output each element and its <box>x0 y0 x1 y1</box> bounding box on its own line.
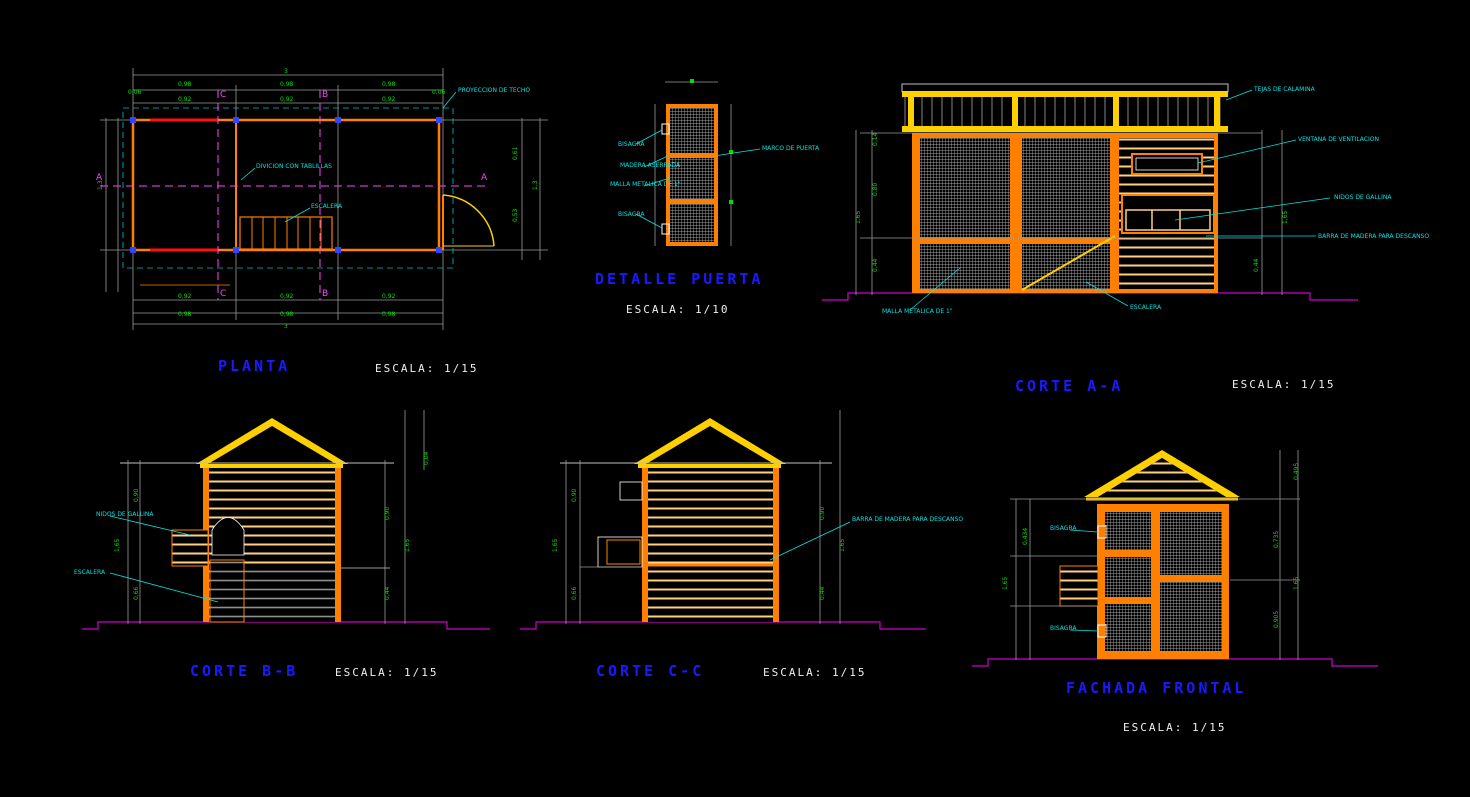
bb-dim-a: 0,90 <box>133 488 140 502</box>
note-partition: DIVICION CON TABLILLAS <box>256 163 332 170</box>
cc-dim-a-right: 0,90 <box>819 506 826 520</box>
corte-cc-scale: ESCALA: 1/15 <box>763 666 866 679</box>
dim-bay-3: 0,98 <box>382 81 396 88</box>
planta-scale: ESCALA: 1/15 <box>375 362 478 375</box>
bb-note-nest: NIDOS DE GALLINA <box>96 511 154 518</box>
section-mark-b-bottom: B <box>322 289 328 299</box>
dim-bay-1: 0,98 <box>178 81 192 88</box>
bb-dim-d: 0,04 <box>423 451 430 465</box>
fachada-title: FACHADA FRONTAL <box>1066 679 1246 697</box>
bb-note-stair: ESCALERA <box>74 569 106 576</box>
fachada-note-hinge-top: BISAGRA <box>1050 525 1077 532</box>
dim-total-top: 3 <box>284 68 288 75</box>
dim-h4-left: 1,3 <box>97 180 104 190</box>
dim-total-bottom: 3 <box>284 323 288 330</box>
section-mark-a-left: A <box>96 173 103 183</box>
cc-note-perch: BARRA DE MADERA PARA DESCANSO <box>852 516 963 523</box>
dim-h4: 1,3 <box>532 180 539 190</box>
aa-dim-mid: 0,80 <box>872 182 879 196</box>
planta-view: A A B B C C 3 0,98 0,98 0,98 0,92 0,92 0… <box>96 68 548 375</box>
corte-bb-view: NIDOS DE GALLINA ESCALERA 1,65 0,90 0,66… <box>74 410 490 680</box>
fachada-dim-d: 0,434 <box>1022 528 1029 545</box>
aa-note-stair: ESCALERA <box>1130 304 1162 311</box>
aa-note-nest: NIDOS DE GALLINA <box>1334 194 1392 201</box>
aa-dim-top: 0,14 <box>872 132 879 146</box>
note-roof-projection: PROYECCION DE TECHO <box>458 87 530 94</box>
dim-inner-b2: 0,92 <box>280 293 294 300</box>
dim-bay-2: 0,98 <box>280 81 294 88</box>
dim-h1: 0,61 <box>512 146 519 160</box>
detalle-puerta-scale: ESCALA: 1/10 <box>626 303 729 316</box>
aa-dim-total: 1,65 <box>855 210 862 224</box>
corte-aa-title: CORTE A-A <box>1015 377 1123 395</box>
section-mark-c-top: C <box>220 90 226 100</box>
note-stair: ESCALERA <box>311 203 343 210</box>
cc-dim-total: 1,65 <box>552 538 559 552</box>
aa-note-mesh: MALLA METALICA DE 1" <box>882 308 953 315</box>
fachada-dim-total: 1,65 <box>1002 576 1009 590</box>
dim-bay-b2: 0,98 <box>280 311 294 318</box>
dim-inner-b3: 0,92 <box>382 293 396 300</box>
cc-dim-total-right: 1,65 <box>839 538 846 552</box>
fachada-dim-b: 0,735 <box>1273 531 1280 548</box>
fachada-dim-total-right: 1,65 <box>1293 576 1300 590</box>
fachada-dim-a: 0,495 <box>1293 463 1300 480</box>
dim-inner-3: 0,92 <box>382 96 396 103</box>
door-note-hinge-bottom: BISAGRA <box>618 211 645 218</box>
corte-cc-title: CORTE C-C <box>596 662 704 680</box>
bb-dim-a-right: 0,90 <box>384 506 391 520</box>
fachada-scale: ESCALA: 1/15 <box>1123 721 1226 734</box>
aa-note-window: VENTANA DE VENTILACION <box>1298 136 1379 143</box>
dim-inner-1: 0,92 <box>178 96 192 103</box>
corte-aa-scale: ESCALA: 1/15 <box>1232 378 1335 391</box>
aa-dim-total-right: 1,65 <box>1282 210 1289 224</box>
detalle-puerta-view: BISAGRA MADERA ASERRADA MALLA METALICA D… <box>595 79 820 316</box>
bb-dim-c: 0,44 <box>384 586 391 600</box>
cc-dim-b: 0,66 <box>571 586 578 600</box>
section-mark-c-bottom: C <box>220 289 226 299</box>
bb-dim-total-right: 1,65 <box>404 538 411 552</box>
cc-dim-c: 0,44 <box>819 586 826 600</box>
dim-inner-2: 0,92 <box>280 96 294 103</box>
section-mark-a-right: A <box>481 173 488 183</box>
bb-dim-total: 1,65 <box>114 538 121 552</box>
bb-dim-b: 0,66 <box>133 586 140 600</box>
planta-title: PLANTA <box>218 357 290 375</box>
corte-bb-title: CORTE B-B <box>190 662 298 680</box>
dim-bay-b3: 0,98 <box>382 311 396 318</box>
aa-dim-low: 0,44 <box>872 258 879 272</box>
aa-note-perch: BARRA DE MADERA PARA DESCANSO <box>1318 233 1429 240</box>
corte-aa-view: TEJAS DE CALAMINA VENTANA DE VENTILACION… <box>822 83 1429 395</box>
detalle-puerta-title: DETALLE PUERTA <box>595 270 763 288</box>
corte-bb-scale: ESCALA: 1/15 <box>335 666 438 679</box>
aa-dim-low-right: 0,44 <box>1253 258 1260 272</box>
section-mark-b-top: B <box>322 90 328 100</box>
dim-bay-b1: 0,98 <box>178 311 192 318</box>
fachada-note-hinge-bottom: BISAGRA <box>1050 625 1077 632</box>
dim-edge-1: 0,06 <box>128 89 142 96</box>
fachada-frontal-view: BISAGRA BISAGRA 1,65 0,434 0,735 0,905 0… <box>972 450 1378 734</box>
aa-note-roof: TEJAS DE CALAMINA <box>1253 86 1316 93</box>
door-note-mesh: MADERA ASERRADA <box>620 162 681 169</box>
dim-h2: 0,53 <box>512 208 519 222</box>
door-note-frame: MARCO DE PUERTA <box>762 145 820 152</box>
dim-edge-2: 0,06 <box>432 89 446 96</box>
door-note-metal: MALLA METALICA DE 1" <box>610 181 681 188</box>
dim-inner-b1: 0,92 <box>178 293 192 300</box>
door-note-hinge-top: BISAGRA <box>618 141 645 148</box>
fachada-dim-c: 0,905 <box>1273 611 1280 628</box>
corte-cc-view: BARRA DE MADERA PARA DESCANSO 1,65 0,90 … <box>520 410 963 680</box>
cc-dim-a: 0,90 <box>571 488 578 502</box>
